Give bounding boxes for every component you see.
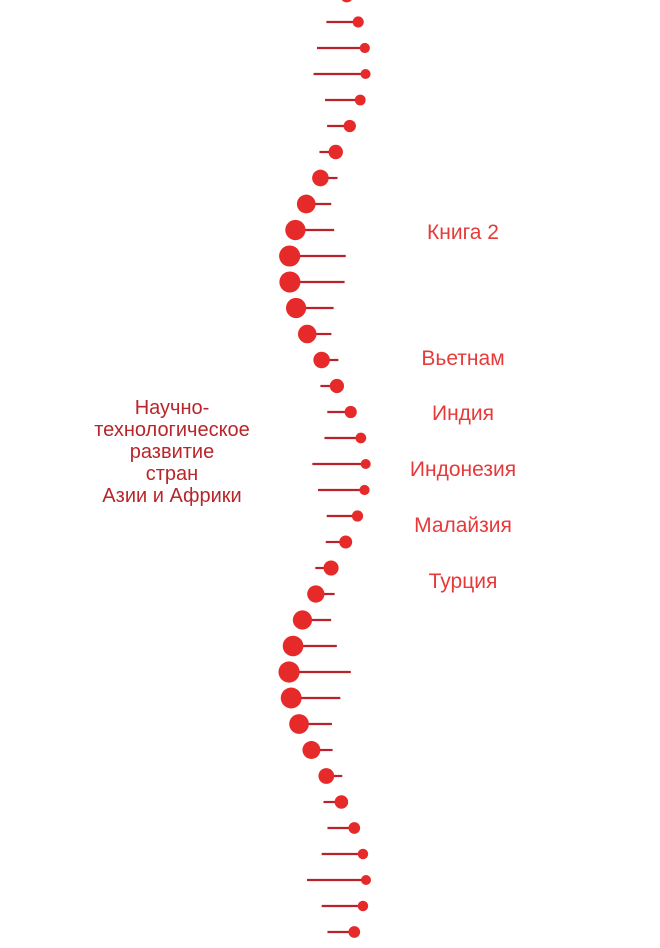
subtitle-line-1: Научно- <box>134 397 210 419</box>
helix-dot <box>323 560 339 576</box>
helix-dot <box>297 324 317 344</box>
helix-dot <box>312 169 329 187</box>
helix-dot <box>328 144 343 160</box>
helix-dot <box>348 822 361 834</box>
helix-dot <box>352 16 364 28</box>
subtitle-line-3: развитие <box>129 441 215 463</box>
subtitle-line-2: технологическое <box>94 419 250 441</box>
helix-dot <box>361 875 371 885</box>
subtitle-line-4: стран <box>145 463 199 485</box>
helix-dot <box>282 635 304 657</box>
helix-dot <box>302 741 321 759</box>
helix-dot <box>355 432 367 444</box>
helix-dot <box>285 219 306 241</box>
helix-dot <box>279 271 301 293</box>
helix-dot <box>285 297 307 319</box>
helix-dot <box>341 0 352 3</box>
helix-dot <box>351 510 364 522</box>
helix-dot <box>329 378 345 394</box>
helix-dot <box>279 245 301 267</box>
helix-dot <box>343 119 356 133</box>
helix-dot <box>289 714 309 734</box>
helix-dot <box>357 848 369 860</box>
country-vietnam: Вьетнам <box>421 347 505 370</box>
cover-subtitle: Научно- технологическое развитие стран А… <box>94 397 250 507</box>
helix-dot <box>339 535 353 549</box>
helix-dot <box>348 926 361 938</box>
book-number-label: Книга 2 <box>427 221 499 244</box>
helix-dot <box>313 351 330 369</box>
helix-dot <box>357 900 369 912</box>
country-turkey: Турция <box>428 570 498 593</box>
helix-dot <box>318 768 335 784</box>
country-india: Индия <box>431 402 495 425</box>
country-indonesia: Индонезия <box>409 458 517 481</box>
helix-dot <box>292 610 313 630</box>
country-malaysia: Малайзия <box>414 514 512 537</box>
helix-dot <box>278 661 300 683</box>
helix-dot <box>334 795 349 809</box>
helix-dot <box>354 94 366 106</box>
helix-dot <box>360 458 371 470</box>
helix-dot <box>307 585 325 603</box>
helix-dot <box>359 484 370 496</box>
helix-dot <box>296 194 316 214</box>
helix-dot <box>344 405 357 419</box>
helix-dot <box>359 42 370 54</box>
helix-dot <box>360 68 371 80</box>
helix-dot <box>280 687 302 709</box>
subtitle-line-5: Азии и Африки <box>102 485 242 507</box>
